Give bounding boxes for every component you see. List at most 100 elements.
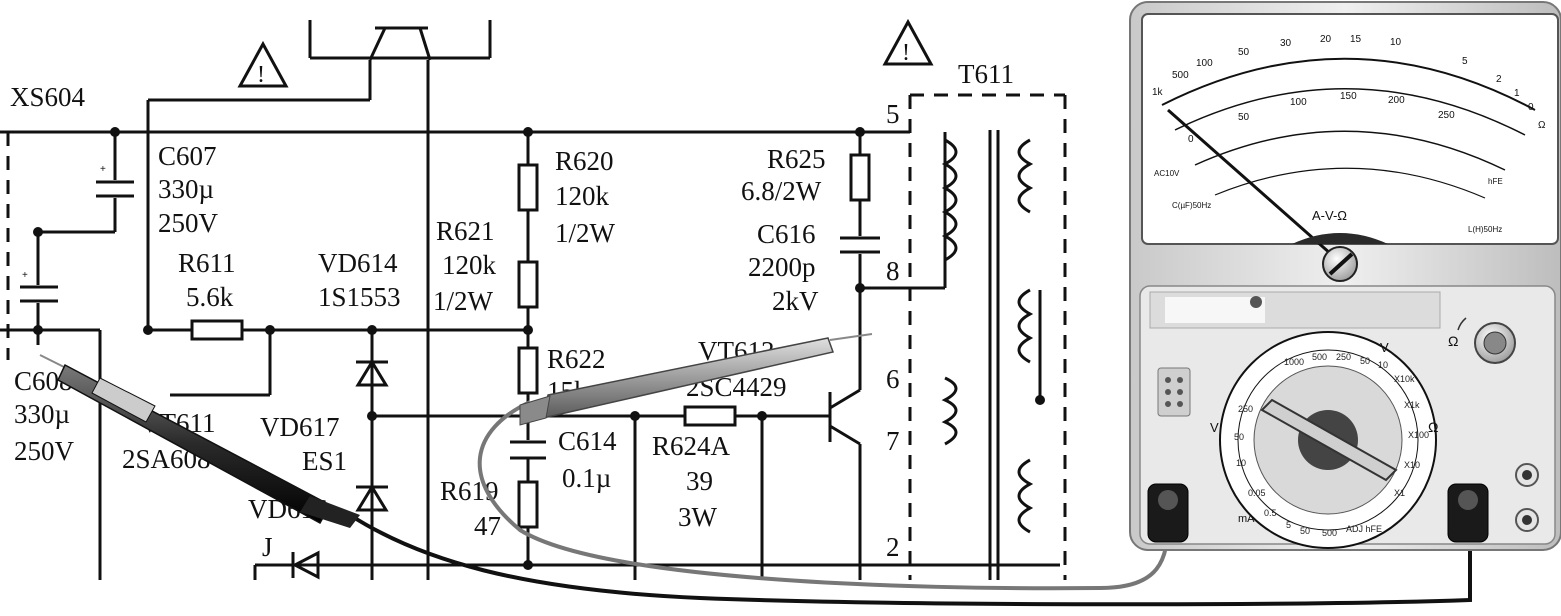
ohm-tick-2: 2 (1496, 74, 1502, 85)
dial-ohm-x1k: X1k (1404, 400, 1420, 410)
ohm-tick-10: 10 (1390, 37, 1402, 48)
label-vd614-part: 1S1553 (318, 282, 401, 312)
dc-tick-100: 100 (1290, 97, 1307, 108)
dial-ma-50: 50 (1300, 526, 1310, 536)
label-r620: R620 (555, 146, 614, 176)
meter-needle (1167, 108, 1341, 264)
label-r625-value: 6.8/2W (741, 176, 822, 206)
extra-jack[interactable] (1515, 463, 1539, 487)
label-jumper: J (262, 532, 273, 562)
label-c607-voltage: 250V (158, 208, 219, 238)
ohm-adjust-knob[interactable]: Ω (1448, 317, 1516, 364)
indicator-dot (1250, 296, 1262, 308)
ohm-tick-1: 1 (1514, 88, 1520, 99)
extra-jack[interactable] (1515, 508, 1539, 532)
dc-tick-200: 200 (1388, 95, 1405, 106)
dial-ma-0.5: 0.5 (1264, 508, 1277, 518)
dial-ohm-x1: X1 (1394, 488, 1405, 498)
ac-label: AC10V (1154, 169, 1180, 178)
label-r619: R619 (440, 476, 499, 506)
black-lead-wire (348, 513, 1472, 607)
gray-probe[interactable] (519, 333, 873, 426)
ohm-tick-50: 50 (1238, 47, 1250, 58)
ohm-tick-500: 500 (1172, 70, 1189, 81)
dial-ohm-x10k: X10k (1394, 374, 1415, 384)
ohm-tick-0: 0 (1528, 102, 1534, 113)
warning-icon: ! (882, 18, 934, 66)
label-r622: R622 (547, 344, 606, 374)
range-selector-pointer[interactable] (1260, 398, 1398, 482)
range-selector-dial[interactable] (1219, 331, 1437, 549)
label-r619-value: 47 (474, 511, 501, 541)
hfe-socket[interactable] (1157, 367, 1191, 417)
label-r621: R621 (436, 216, 495, 246)
label-vd617: VD617 (260, 412, 340, 442)
svg-text:+: + (22, 270, 28, 281)
ohm-tick-30: 30 (1280, 38, 1292, 49)
scale-title: A-V-Ω (1312, 208, 1347, 223)
label-r620-value: 120k (555, 181, 610, 211)
ohm-tick-100: 100 (1196, 58, 1213, 69)
ohm-tick-15: 15 (1350, 34, 1362, 45)
inductance-label: L(H)50Hz (1468, 225, 1502, 234)
positive-jack[interactable] (1447, 483, 1489, 543)
com-jack[interactable] (1147, 483, 1189, 543)
label-t611: T611 (958, 59, 1014, 89)
warning-icon: ! (237, 40, 289, 88)
label-c616: C616 (757, 219, 816, 249)
dial-ma-5: 5 (1286, 520, 1291, 530)
dial-acv-10: 10 (1236, 458, 1246, 468)
label-c607-value: 330µ (158, 174, 214, 204)
label-c607: C607 (158, 141, 217, 171)
dial-ma-0.05: 0.05 (1248, 488, 1266, 498)
dial-volt-1000: 1000 (1284, 357, 1304, 367)
range-label-acv: V (1210, 420, 1219, 435)
label-r625: R625 (767, 144, 826, 174)
dc-tick-0: 0 (1188, 134, 1194, 145)
svg-text:!: ! (902, 40, 910, 66)
label-r624a-power: 3W (678, 502, 718, 532)
ohm-tick-1k: 1k (1152, 87, 1164, 98)
label-r624a: R624A (652, 431, 731, 461)
dial-volt-500: 500 (1312, 352, 1327, 362)
label-c616-value: 2200p (748, 252, 816, 282)
label-r611-value: 5.6k (186, 282, 234, 312)
dial-labels: 1000 500 250 50 10 X10k X1k X100 X10 X1 … (1234, 352, 1429, 538)
schematic: + + ! ! (0, 18, 1067, 580)
ohm-adjust-label: Ω (1448, 333, 1458, 349)
dial-volt-10: 10 (1378, 360, 1388, 370)
pin-6: 6 (886, 364, 900, 394)
dial-volt-250: 250 (1336, 352, 1351, 362)
label-xs604: XS604 (10, 82, 86, 112)
range-label-v: V (1380, 340, 1389, 355)
label-vd614: VD614 (318, 248, 398, 278)
dc-tick-150: 150 (1340, 91, 1357, 102)
hfe-label: hFE (1488, 177, 1503, 186)
label-r621-power: 1/2W (433, 286, 494, 316)
label-r620-power: 1/2W (555, 218, 616, 248)
black-probe[interactable] (39, 354, 360, 528)
dc-tick-50: 50 (1238, 112, 1250, 123)
label-vd617-part: ES1 (302, 446, 347, 476)
label-r611: R611 (178, 248, 236, 278)
ohm-tick-5: 5 (1462, 56, 1468, 67)
label-c608-value: 330µ (14, 399, 70, 429)
pin-2: 2 (886, 532, 900, 562)
pin-5: 5 (886, 99, 900, 129)
dial-ohm-x100: X100 (1408, 430, 1429, 440)
label-c614-value: 0.1µ (562, 463, 611, 493)
dial-adj-hfe: ADJ hFE (1346, 524, 1382, 534)
label-c614: C614 (558, 426, 617, 456)
label-r621-value: 120k (442, 250, 497, 280)
pin-7: 7 (886, 426, 900, 456)
label-c608-voltage: 250V (14, 436, 75, 466)
dc-tick-250: 250 (1438, 110, 1455, 121)
range-label-ma: mA (1238, 513, 1255, 525)
dial-ma-500: 500 (1322, 528, 1337, 538)
zero-adjust-screw[interactable] (1322, 246, 1358, 282)
ohm-symbol: Ω (1538, 120, 1546, 131)
label-c616-voltage: 2kV (772, 286, 819, 316)
dial-acv-50: 50 (1234, 432, 1244, 442)
ohm-tick-20: 20 (1320, 34, 1332, 45)
